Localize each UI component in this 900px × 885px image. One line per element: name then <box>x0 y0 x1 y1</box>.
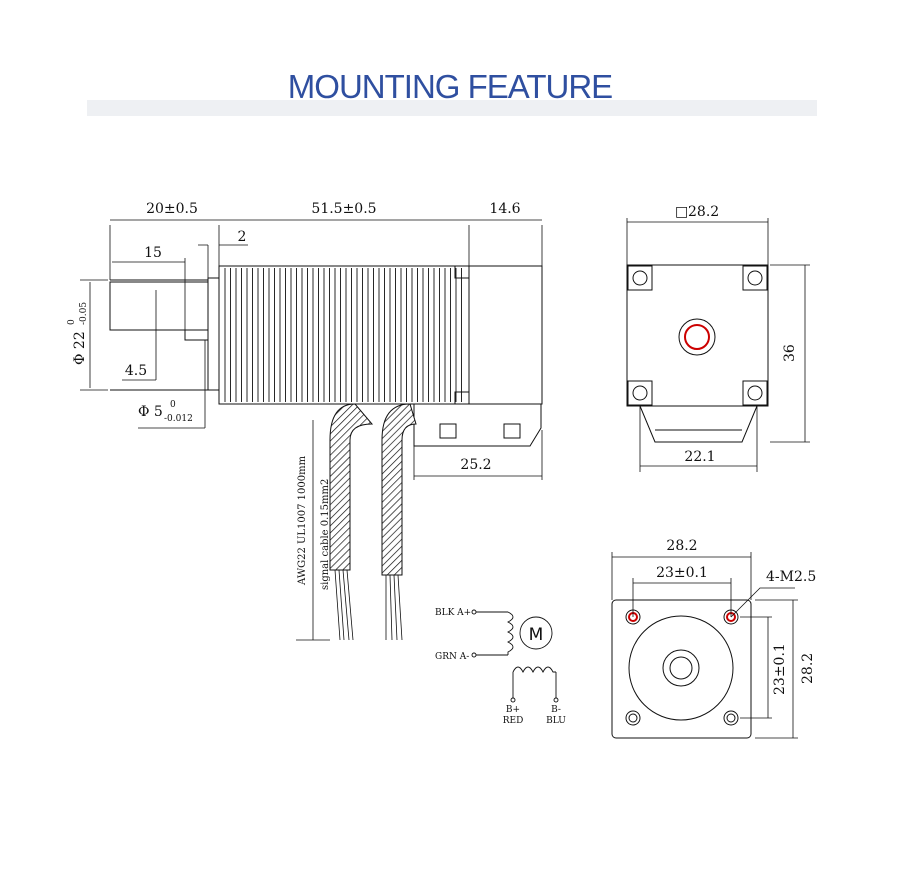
rear-screws <box>627 265 768 406</box>
label-a-plus: BLK A+ <box>435 608 471 618</box>
rear-hub <box>678 318 716 356</box>
dim-flat-length: 15 <box>144 245 162 261</box>
motor-symbol <box>519 616 553 650</box>
terminal-a-minus <box>471 652 477 658</box>
front-shaft <box>669 656 693 680</box>
dim-hole-spacing-y: 23±0.1 <box>772 643 788 695</box>
cable-wires <box>334 569 403 641</box>
front-boss <box>628 615 734 721</box>
cable-spec-2: signal cable 0.15mm2 <box>320 479 331 590</box>
label-a-minus: GRN A- <box>435 652 469 662</box>
coil-a-leads <box>476 611 508 656</box>
front-plate <box>611 599 752 739</box>
wiring-diagram <box>471 609 559 703</box>
dim-hole-spacing-x: 23±0.1 <box>656 565 708 581</box>
rear-plate <box>626 264 769 407</box>
page-title: MOUNTING FEATURE <box>287 68 613 105</box>
dim-rear-height: 36 <box>782 344 798 362</box>
dim-rear-width: 28.2 <box>688 204 719 220</box>
shaft-upper <box>109 281 209 331</box>
rear-dimensions <box>626 218 810 472</box>
front-dimensions <box>611 552 798 739</box>
label-b-minus-color: BLU <box>546 716 566 726</box>
connector-latch-2 <box>503 423 521 439</box>
rear-cap <box>468 265 543 405</box>
dim-boss-dia-group: Φ 22 0 -0.05 <box>67 302 89 365</box>
front-shaft-outer <box>662 649 700 687</box>
rear-screw-bottom <box>454 391 470 405</box>
dim-shaft-dia: Φ 5 <box>138 404 163 420</box>
motor-label: M <box>529 625 544 645</box>
rear-connector <box>639 405 758 443</box>
labels: 20±0.5 51.5±0.5 14.6 15 2 4.5 Φ 22 0 -0.… <box>67 201 816 726</box>
dim-boss-dia: Φ 22 <box>72 331 88 365</box>
dim-connector-width: 25.2 <box>460 457 491 473</box>
mounting-holes <box>625 609 739 726</box>
dim-front-height: 28.2 <box>800 653 816 684</box>
connector <box>413 404 542 447</box>
dim-holes: 4-M2.5 <box>766 569 816 585</box>
dim-rear-length: 14.6 <box>489 201 520 217</box>
dim-shaft-length: 20±0.5 <box>146 201 198 217</box>
coil-a <box>506 611 514 655</box>
rear-screw-top <box>454 265 470 279</box>
rear-hub-red <box>684 324 710 350</box>
cooling-fins <box>224 268 462 402</box>
dim-shaft-tol-lower: -0.012 <box>164 414 193 424</box>
connector-latch-1 <box>439 423 457 439</box>
terminal-b-minus <box>553 697 559 703</box>
side-view <box>80 219 543 641</box>
dim-front-width: 28.2 <box>666 538 697 554</box>
terminal-a-plus <box>471 609 477 615</box>
boss-outline <box>110 279 208 391</box>
boss <box>207 277 220 391</box>
coil-b <box>512 666 556 674</box>
label-b-minus: B- <box>551 705 561 715</box>
coil-b-leads <box>512 672 557 698</box>
title-area: MOUNTING FEATURE <box>0 0 900 130</box>
terminal-b-plus <box>510 697 516 703</box>
side-dimensions <box>80 219 543 641</box>
rear-width-symbol: □ <box>675 204 688 220</box>
dim-shaft-tol-upper: 0 <box>170 400 176 410</box>
cable-2 <box>381 403 417 576</box>
dim-flat-depth: 4.5 <box>125 363 147 379</box>
label-b-plus: B+ <box>506 705 520 715</box>
motor-body <box>218 265 470 405</box>
title-band <box>87 100 817 116</box>
dim-rear-bottom-width: 22.1 <box>684 449 715 465</box>
cable-spec-1: AWG22 UL1007 1000mm <box>297 455 308 586</box>
dim-boss: 2 <box>238 229 247 245</box>
label-b-plus-color: RED <box>503 716 524 726</box>
dim-boss-tol-lower: -0.05 <box>79 302 89 325</box>
cable-1 <box>329 403 374 571</box>
front-view <box>611 552 798 739</box>
dim-body-length: 51.5±0.5 <box>311 201 376 217</box>
rear-view <box>626 218 810 472</box>
shaft-flat <box>110 329 208 341</box>
dim-boss-tol-upper: 0 <box>67 319 77 325</box>
